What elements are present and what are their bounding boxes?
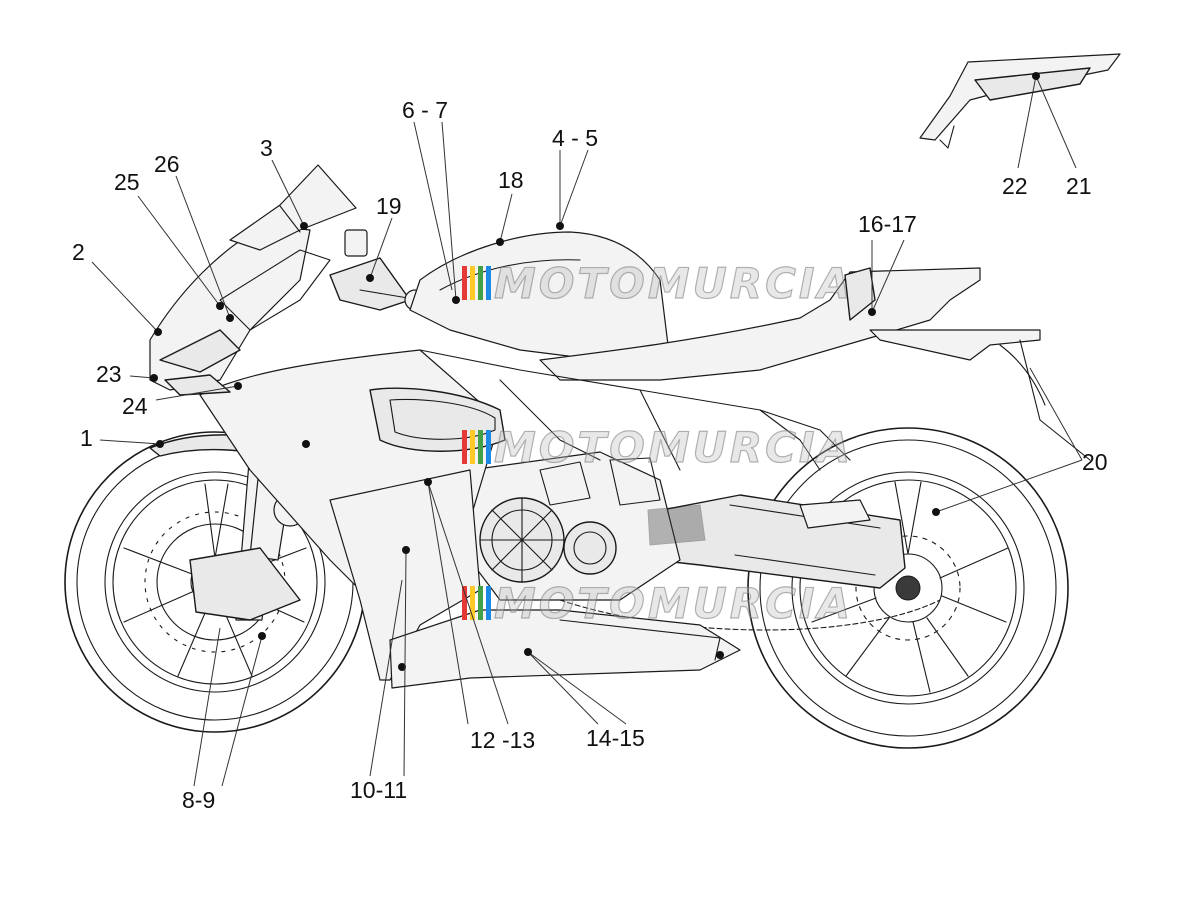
watermark-stripe-yellow <box>470 266 475 300</box>
watermark-stripe-blue <box>486 430 491 464</box>
watermark-stripe-yellow <box>470 586 475 620</box>
watermark-stripe-red <box>462 430 467 464</box>
engine <box>469 451 706 601</box>
watermark-stripe-green <box>478 266 483 300</box>
callout-3: 3 <box>260 135 273 161</box>
callout-12-13: 12 -13 <box>470 727 535 753</box>
watermark-text-top: MOTOMURCIA <box>494 259 853 308</box>
callout-16-17: 16-17 <box>858 211 917 237</box>
watermark-row-mid: MOTOMURCIA <box>462 422 853 473</box>
watermark-stripe-blue <box>486 586 491 620</box>
watermark-text-bottom: MOTOMURCIA <box>494 579 853 628</box>
frame <box>419 349 851 471</box>
callout-22: 22 <box>1002 173 1028 199</box>
detail-inset-tail-piece <box>919 53 1121 149</box>
callout-1: 1 <box>80 425 93 451</box>
watermark-stripe-yellow <box>470 430 475 464</box>
callout-2: 2 <box>72 239 85 265</box>
leader-lines <box>91 72 1083 787</box>
callout-24: 24 <box>122 393 148 419</box>
watermark-row-top: MOTOMURCIA <box>462 258 853 309</box>
watermark-stripe-blue <box>486 266 491 300</box>
callout-10-11: 10-11 <box>350 777 407 803</box>
watermark-text-mid: MOTOMURCIA <box>494 423 853 472</box>
front-fork <box>149 434 307 621</box>
watermark-stripe-green <box>478 430 483 464</box>
watermark-row-bottom: MOTOMURCIA <box>462 578 853 629</box>
front-nose <box>149 164 357 396</box>
watermark-stripe-green <box>478 586 483 620</box>
callout-21: 21 <box>1066 173 1092 199</box>
callout-19: 19 <box>376 193 402 219</box>
callout-8-9: 8-9 <box>182 787 215 813</box>
callout-20: 20 <box>1082 449 1108 475</box>
callout-23: 23 <box>96 361 122 387</box>
callout-25: 25 <box>114 169 140 195</box>
side-fairing <box>199 349 741 689</box>
swingarm <box>559 494 941 631</box>
callout-18: 18 <box>498 167 524 193</box>
callout-4-5: 4 - 5 <box>552 125 598 151</box>
seat-tail <box>539 267 1091 461</box>
callout-26: 26 <box>154 151 180 177</box>
callout-labels: 1 2 3 25 26 23 24 19 6 - 7 18 4 - 5 16-1… <box>72 97 1108 813</box>
callout-6-7: 6 - 7 <box>402 97 448 123</box>
fuel-tank <box>409 231 669 361</box>
callout-14-15: 14-15 <box>586 725 645 751</box>
watermark-stripe-red <box>462 586 467 620</box>
watermark-stripe-red <box>462 266 467 300</box>
